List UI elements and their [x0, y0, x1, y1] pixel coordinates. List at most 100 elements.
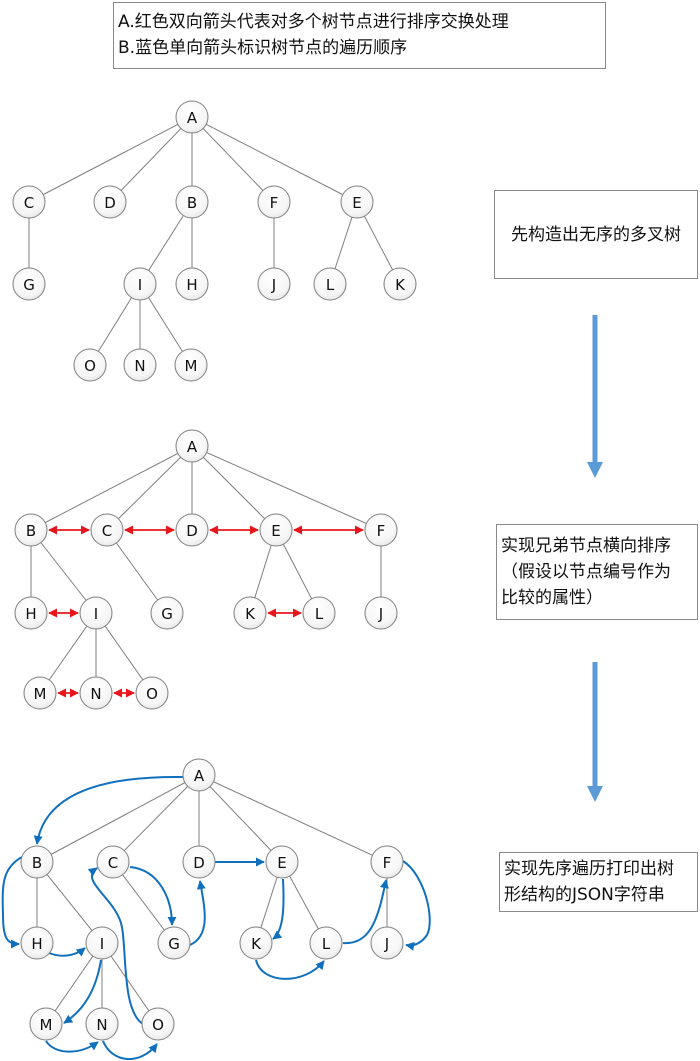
- tree-node-A: A: [182, 758, 216, 792]
- node-label: G: [161, 605, 173, 623]
- node-label: A: [187, 109, 198, 127]
- step-text: （假设以节点编号作为: [501, 562, 671, 582]
- traversal-arrow-L-F: [342, 879, 389, 945]
- tree-node-H: H: [20, 926, 54, 960]
- node-label: E: [352, 194, 361, 212]
- node-label: L: [326, 276, 335, 294]
- node-label: E: [277, 854, 286, 872]
- node-label: M: [40, 1016, 53, 1034]
- node-label: L: [315, 605, 324, 623]
- tree-node-O: O: [141, 1007, 175, 1041]
- node-label: B: [32, 854, 42, 872]
- node-label: C: [108, 854, 118, 872]
- step-box-construct: 先构造出无序的多叉树: [494, 190, 698, 279]
- node-label: C: [102, 522, 112, 540]
- node-label: N: [134, 357, 145, 375]
- tree-node-G: G: [150, 596, 184, 630]
- tree-edge-C-G: [112, 861, 175, 944]
- node-circle: [12, 185, 46, 219]
- legend-line-a: A.红色双向箭头代表对多个树节点进行排序交换处理: [118, 12, 509, 32]
- tree-edge-A-E: [198, 774, 283, 863]
- tree-node-M: M: [29, 1007, 63, 1041]
- tree-node-N: N: [79, 676, 113, 710]
- node-circle: [364, 513, 398, 547]
- node-circle: [157, 926, 191, 960]
- tree-node-A: A: [175, 429, 209, 463]
- tree-node-O: O: [73, 348, 107, 382]
- node-label: D: [104, 194, 116, 212]
- tree-node-C: C: [96, 845, 130, 879]
- node-circle: [239, 926, 273, 960]
- node-label: D: [193, 854, 205, 872]
- traversal-arrow-N-O: [102, 1040, 158, 1061]
- node-circle: [123, 267, 157, 301]
- node-circle: [265, 845, 299, 879]
- tree-node-L: L: [302, 596, 336, 630]
- tree-edge-A-F: [198, 774, 388, 863]
- tree-node-H: H: [14, 596, 48, 630]
- traversal-arrow-A-B: [33, 775, 184, 845]
- node-label: H: [31, 935, 42, 953]
- traversal-arrow-E-K: [272, 878, 285, 940]
- node-label: E: [271, 522, 280, 540]
- node-circle: [370, 845, 404, 879]
- tree-node-K: K: [239, 926, 273, 960]
- node-circle: [85, 926, 119, 960]
- node-circle: [20, 926, 54, 960]
- legend-box: A.红色双向箭头代表对多个树节点进行排序交换处理 B.蓝色单向箭头标识树节点的遍…: [113, 2, 606, 69]
- traversal-arrow-I-M: [63, 959, 102, 1024]
- tree-node-D: D: [175, 513, 209, 547]
- tree-node-C: C: [12, 185, 46, 219]
- node-label: M: [185, 357, 198, 375]
- tree-node-F: F: [370, 845, 404, 879]
- node-label: K: [245, 605, 256, 623]
- tree-edge-A-F: [191, 116, 275, 203]
- node-label: F: [383, 854, 392, 872]
- tree-node-J: J: [364, 596, 398, 630]
- tree-node-H: H: [175, 267, 209, 301]
- tree-node-F: F: [364, 513, 398, 547]
- node-label: C: [24, 194, 34, 212]
- node-circle: [96, 845, 130, 879]
- tree-node-B: B: [20, 845, 54, 879]
- node-label: I: [100, 935, 104, 953]
- node-label: B: [26, 522, 36, 540]
- node-circle: [123, 348, 157, 382]
- tree-node-O: O: [135, 676, 169, 710]
- node-circle: [175, 513, 209, 547]
- node-label: G: [23, 276, 35, 294]
- node-circle: [79, 676, 113, 710]
- node-label: J: [271, 276, 276, 294]
- node-circle: [90, 513, 124, 547]
- tree-node-N: N: [85, 1007, 119, 1041]
- node-circle: [340, 185, 374, 219]
- node-circle: [257, 267, 291, 301]
- node-label: K: [251, 935, 262, 953]
- traversal-arrow-B-H: [1, 856, 23, 949]
- traversal-arrow-F-J: [402, 860, 431, 951]
- node-label: I: [94, 605, 98, 623]
- tree-edge-A-C: [106, 445, 193, 531]
- node-label: O: [84, 357, 96, 375]
- tree-node-B: B: [14, 513, 48, 547]
- tree-edge-B-I: [30, 529, 97, 614]
- node-circle: [175, 267, 209, 301]
- tree-node-K: K: [233, 596, 267, 630]
- traversal-arrow-C-G: [129, 866, 177, 926]
- tree-node-I: I: [85, 926, 119, 960]
- node-label: L: [322, 935, 331, 953]
- node-circle: [175, 185, 209, 219]
- node-circle: [174, 348, 208, 382]
- node-circle: [20, 845, 54, 879]
- node-label: J: [384, 935, 389, 953]
- tree-node-M: M: [174, 348, 208, 382]
- node-circle: [370, 926, 404, 960]
- tree-node-L: L: [309, 926, 343, 960]
- tree-node-G: G: [157, 926, 191, 960]
- tree-edge-A-B: [30, 445, 193, 531]
- tree-edge-A-E: [191, 445, 277, 531]
- tree-node-N: N: [123, 348, 157, 382]
- traversal-arrow-O-C: [87, 867, 144, 1025]
- node-circle: [79, 596, 113, 630]
- node-circle: [12, 267, 46, 301]
